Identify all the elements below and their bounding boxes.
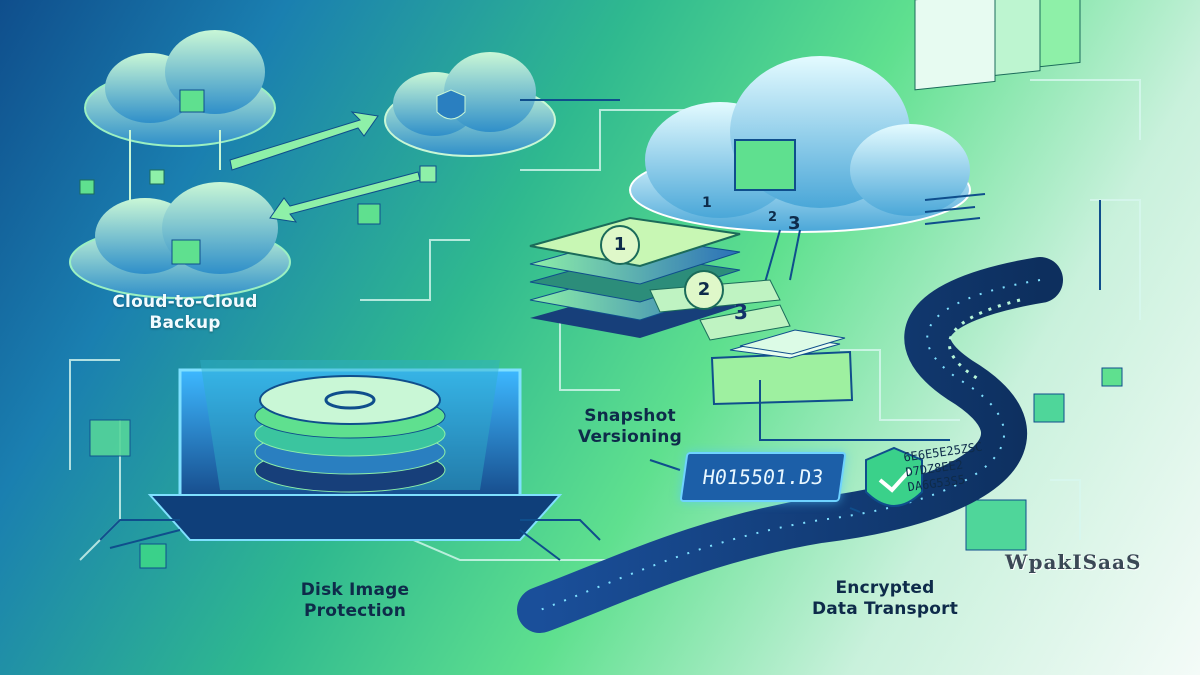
disk-server-icon <box>99 360 601 561</box>
label-line: Snapshot <box>584 406 676 426</box>
label-line: Disk Image <box>300 580 410 600</box>
transport-path-icon <box>517 257 1063 633</box>
cloud-icon-shield <box>384 52 556 157</box>
disk-platter-stack <box>254 375 446 493</box>
label-line: Data Transport <box>811 599 959 619</box>
label-snapshot-versioning: Snapshot Versioning <box>540 406 720 448</box>
sync-arrows-icon <box>129 111 421 223</box>
step-2-badge: 2 <box>684 270 724 310</box>
version-code-tag: H015501.D3 <box>679 452 847 502</box>
label-line: Protection <box>304 601 406 621</box>
label-line: Backup <box>149 313 221 333</box>
snapshot-stack-icon <box>529 216 791 341</box>
floating-cubes <box>79 165 1123 569</box>
circuit-traces <box>99 519 601 561</box>
cloud-cluster-icon <box>69 30 556 299</box>
brand-watermark: WpakISaaS <box>1005 550 1142 574</box>
label-line: Cloud-to-Cloud <box>112 292 258 312</box>
label-line: Encrypted <box>835 578 935 598</box>
document-stack-icon <box>914 0 1081 225</box>
step-1-marker: 1 <box>702 195 712 211</box>
central-cloud-icon <box>629 56 971 301</box>
flow-arrows <box>520 99 1101 513</box>
folder-icon <box>710 329 854 406</box>
step-2-marker: 2 <box>768 210 778 225</box>
label-line: Versioning <box>578 427 682 447</box>
step-3-marker: 3 <box>788 213 801 234</box>
label-encrypted-data-transport: Encrypted Data Transport <box>760 578 1010 620</box>
security-shield-icon <box>865 446 923 507</box>
step-1-badge: 1 <box>600 225 640 265</box>
label-cloud-to-cloud-backup: Cloud-to-Cloud Backup <box>70 292 300 334</box>
cloud-icon-bottom-left <box>69 182 291 299</box>
label-disk-image-protection: Disk Image Protection <box>260 580 450 622</box>
cloud-icon-top-left <box>84 30 276 147</box>
step-3-label: 3 <box>734 300 748 324</box>
